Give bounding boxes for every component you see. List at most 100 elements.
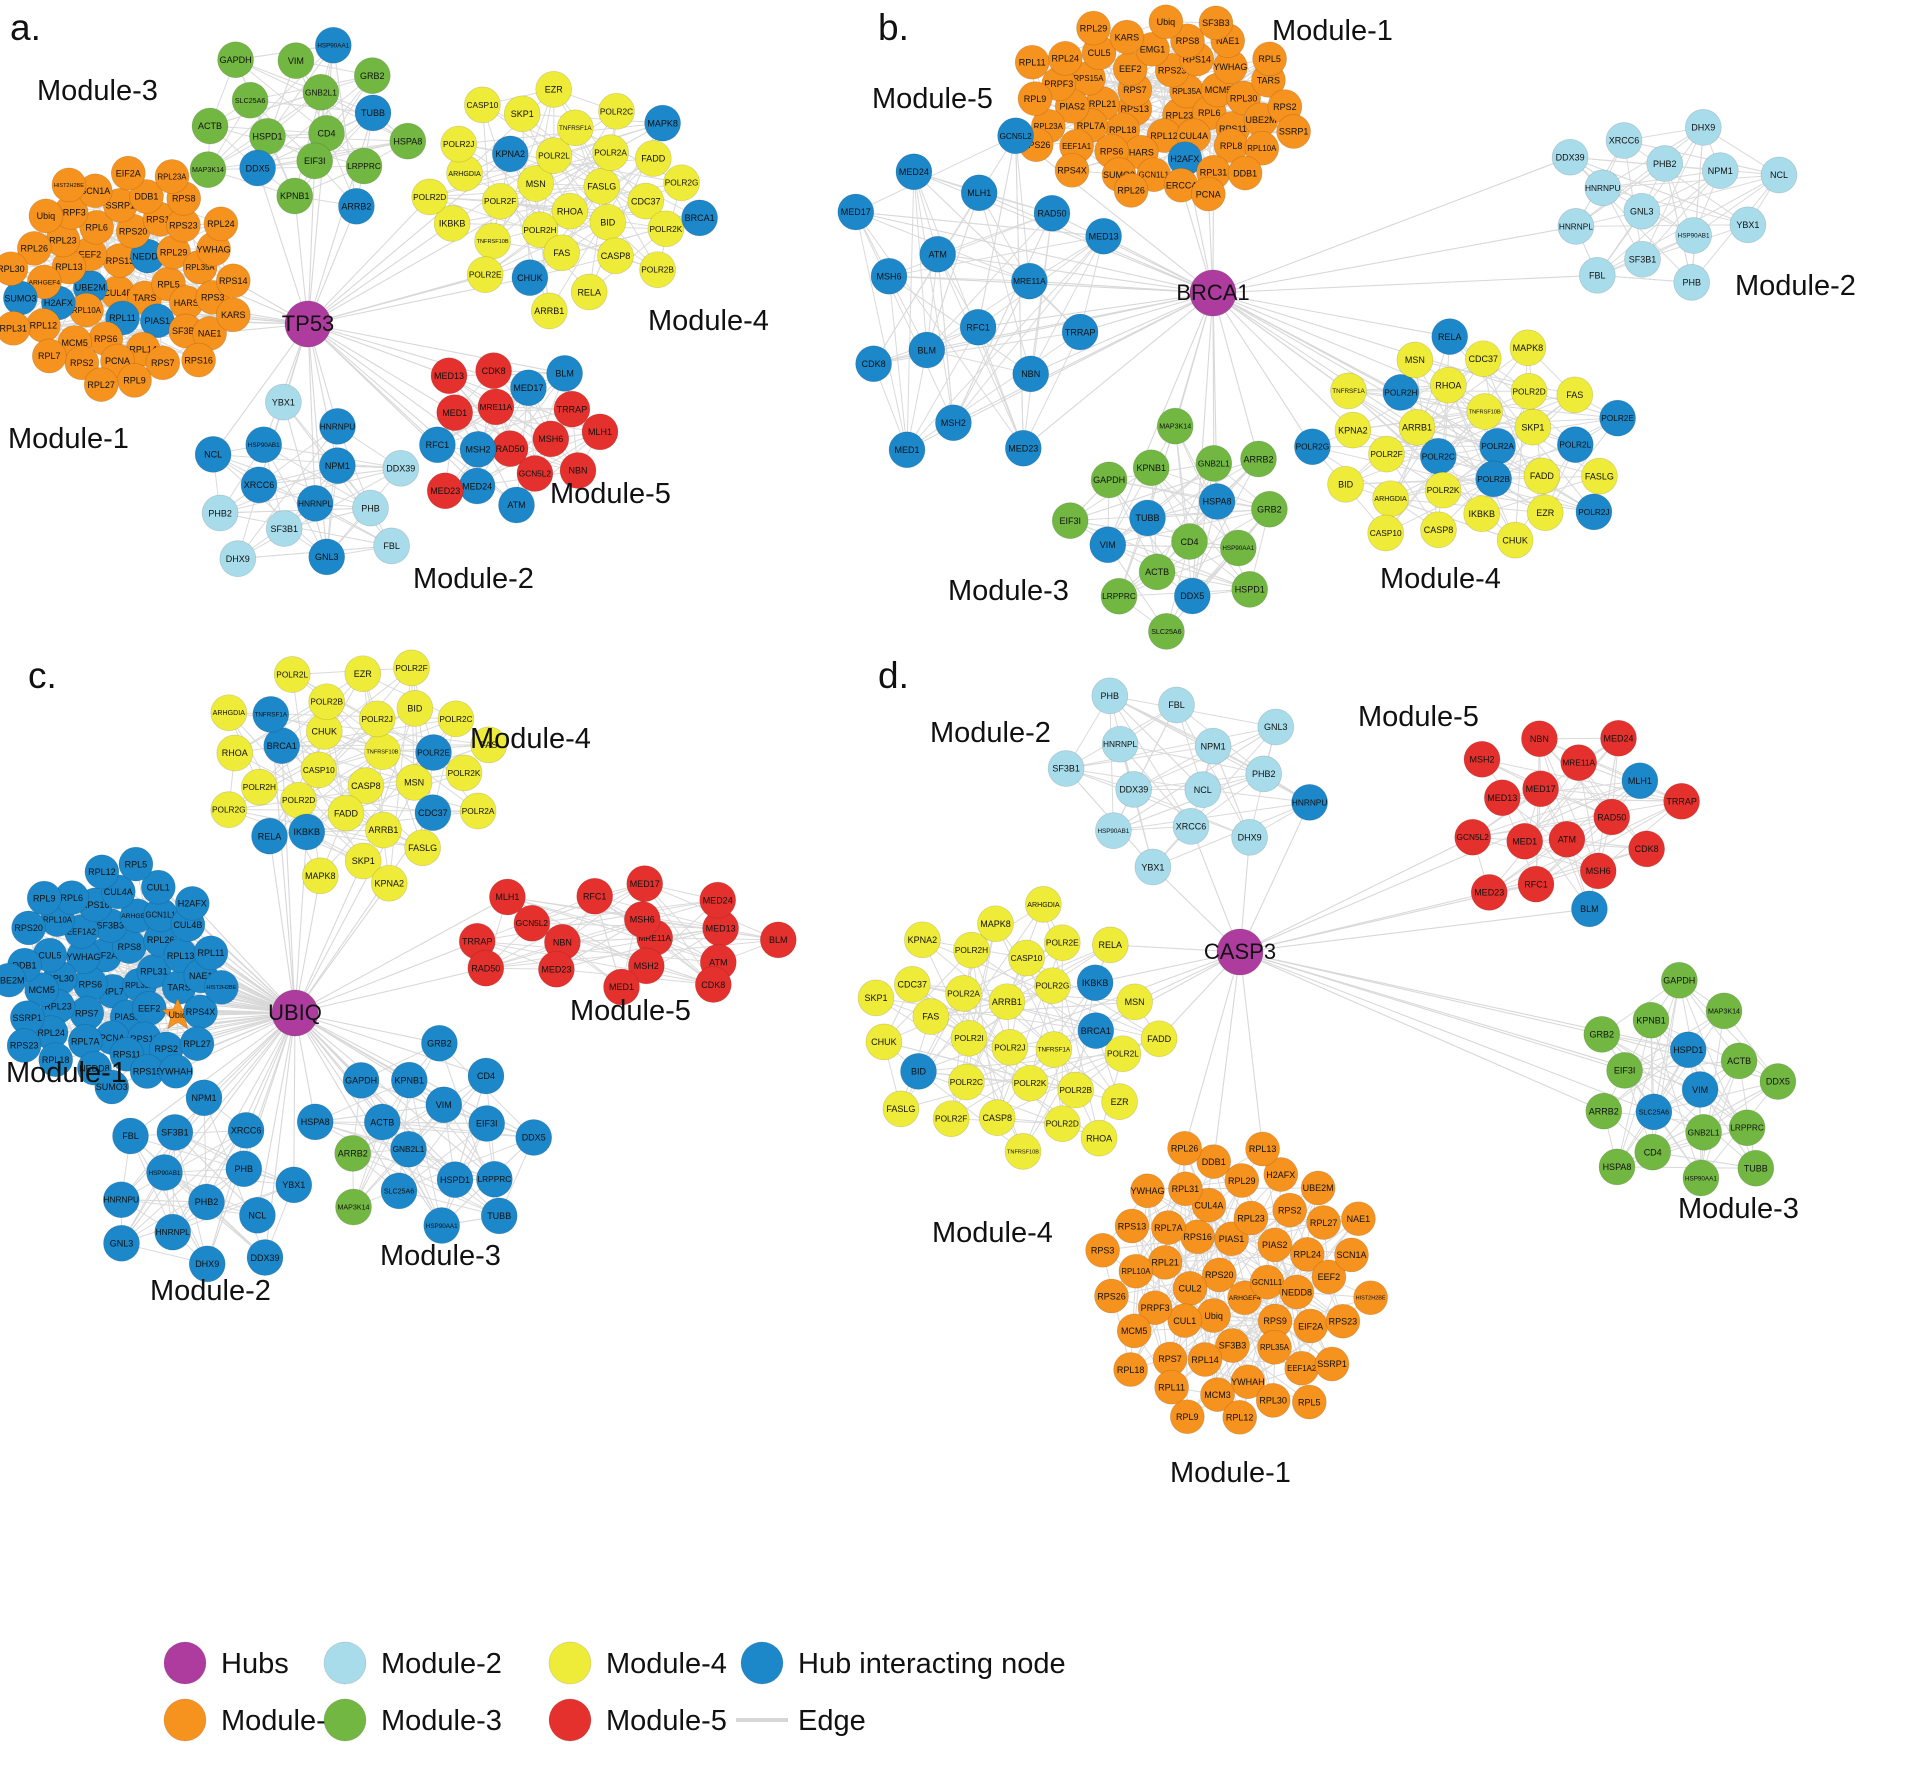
edge: [130, 1135, 208, 1265]
node-POLR2B: [1057, 1071, 1095, 1109]
edge: [408, 1079, 495, 1180]
hub-edge: [1212, 292, 1450, 338]
node-RPL14: [1187, 1342, 1223, 1377]
node-GNL3: [1257, 708, 1295, 746]
hub-edge: [1239, 951, 1625, 1071]
node-EEF1A2: [1284, 1350, 1320, 1386]
hub-edge: [293, 1012, 296, 1185]
node-EZR: [344, 655, 382, 693]
node-TRRAP: [553, 390, 591, 428]
edge: [1022, 331, 1081, 449]
hub-edge: [307, 323, 565, 374]
node-RPL5: [118, 846, 154, 882]
node-DDB1: [1196, 1144, 1232, 1179]
node-CDK8: [694, 966, 732, 1003]
hub-edge: [294, 1012, 487, 1077]
node-MAP3K14: [335, 1188, 372, 1226]
edge: [485, 939, 779, 969]
node-FADD: [634, 140, 672, 177]
hub-edge: [1239, 836, 1473, 953]
edge: [855, 135, 1016, 213]
edge: [1447, 385, 1516, 541]
node-RFC1: [576, 877, 614, 915]
edge: [952, 212, 1053, 423]
node-TNFRSF1A: [1330, 372, 1367, 410]
node-FASLG: [1581, 457, 1618, 495]
node-KPNA2: [1334, 411, 1372, 449]
node-BRCA1: [1077, 1012, 1115, 1049]
node-RPL9: [1017, 81, 1053, 116]
node-FBL: [1578, 256, 1616, 294]
node-IKBKB: [1463, 495, 1501, 533]
edge: [888, 212, 1053, 277]
node-BID: [1327, 465, 1364, 503]
node-MED13: [430, 357, 468, 395]
edge: [485, 927, 721, 969]
module-label-module-2: Module-2: [413, 563, 534, 595]
edge: [360, 1079, 487, 1124]
node-RAD50: [467, 949, 505, 987]
node-GAPDH: [217, 41, 254, 79]
node-MRE11A: [1560, 744, 1598, 781]
edge: [1385, 347, 1529, 534]
edge: [499, 152, 611, 202]
node-POLR2K: [1424, 471, 1462, 509]
edge: [977, 135, 1017, 328]
legend-swatch-module-2: [323, 1641, 367, 1685]
edge: [1113, 801, 1310, 832]
hub-edge: [294, 1012, 383, 1123]
node-RPL26: [1113, 173, 1149, 208]
node-RPL26: [1167, 1130, 1202, 1166]
edge: [1015, 135, 1030, 282]
node-MED13: [1085, 217, 1122, 255]
node-KARS: [215, 297, 251, 333]
hub-edge: [206, 1012, 296, 1203]
module-label-module-2: Module-2: [1735, 270, 1856, 302]
node-DDX39: [1551, 138, 1589, 176]
node-FBL: [1158, 686, 1195, 724]
node-RPL26: [16, 231, 52, 266]
node-RHOA: [216, 734, 254, 772]
node-GRB2: [1251, 490, 1288, 528]
node-FASLG: [404, 829, 441, 867]
node-POLR2K: [647, 210, 685, 248]
node-CASP10: [300, 751, 338, 789]
module-label-module-3: Module-3: [380, 1240, 501, 1272]
node-MED13: [1483, 779, 1521, 817]
node-POLR2H: [241, 768, 278, 806]
node-RPL9: [26, 880, 62, 916]
node-GNB2L1: [1685, 1113, 1722, 1151]
node-CUL2: [1172, 1271, 1208, 1306]
node-RPL7: [31, 338, 67, 374]
nodes: RPL23RPS13RPL35ARPL12RPS7RPL6RPL18RPS23C…: [837, 4, 1798, 650]
edge: [888, 235, 1104, 277]
node-EZR: [1101, 1083, 1138, 1120]
node-KPNB1: [1632, 1001, 1670, 1039]
node-MED17: [837, 193, 875, 231]
hub-edge: [1212, 292, 1576, 446]
node-POLR2G: [663, 164, 700, 202]
node-CHUK: [1496, 521, 1534, 559]
hub-edge: [1213, 951, 1241, 1162]
node-RPL11: [193, 935, 229, 971]
edge: [516, 408, 573, 506]
node-POLR2F: [1368, 435, 1405, 473]
hub-edge: [1212, 274, 1598, 294]
node-SF3B3: [1215, 1328, 1250, 1363]
edge: [1065, 768, 1250, 838]
edge: [477, 940, 714, 985]
edge: [121, 1129, 247, 1201]
node-RPL9: [117, 363, 152, 398]
node-MSN: [517, 165, 555, 202]
node-RPL24: [203, 206, 239, 242]
node-RPS14: [215, 263, 251, 299]
node-YBX1: [1729, 206, 1767, 244]
hub-edge: [1212, 292, 1354, 431]
node-FAS: [1556, 376, 1594, 414]
legend-swatch-module-1: [163, 1698, 207, 1742]
node-TNFRSF10B: [474, 222, 511, 260]
hub-edge: [294, 940, 478, 1014]
hub-edge: [855, 211, 1214, 294]
edge: [952, 280, 1030, 423]
